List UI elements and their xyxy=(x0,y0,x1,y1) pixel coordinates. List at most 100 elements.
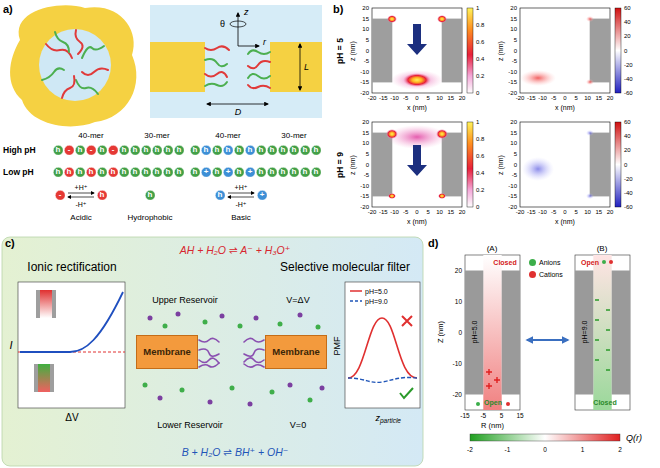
tick-label: 0 xyxy=(415,209,418,215)
bead-letter: h xyxy=(204,146,209,154)
colorbar-tick: 0.4 xyxy=(476,56,484,62)
bead-letter: h xyxy=(111,168,116,176)
colorbar-tick: 0.6 xyxy=(476,153,484,159)
equation: B + H₂O ⇌ BH⁺ + OH⁻ xyxy=(182,447,289,458)
tick-label: 15 xyxy=(595,209,602,215)
tick-label: -15 xyxy=(360,193,369,199)
colorbar-tick: 40 xyxy=(624,133,631,139)
bead-letter: h xyxy=(270,168,275,176)
tick-label: 5 xyxy=(427,209,430,215)
tick-label: -10 xyxy=(508,183,517,189)
axis-label: r xyxy=(263,38,266,47)
box-label: Membrane xyxy=(143,347,191,357)
tick-label: 15 xyxy=(595,95,602,101)
tick-label: 5 xyxy=(366,151,369,157)
monomer-bead: h xyxy=(245,145,256,156)
colorbar-tick: 0.2 xyxy=(476,73,484,79)
tick-label: 5 xyxy=(514,151,517,157)
monomer-bead: h xyxy=(174,167,185,178)
tick-label: 15 xyxy=(362,130,369,136)
reaction-label: -H⁺ xyxy=(235,201,246,208)
tick-label: 10 xyxy=(362,26,369,32)
colorbar-tick: 2 xyxy=(618,447,622,454)
axis-title: z xyxy=(376,414,381,423)
dimension-label: D xyxy=(235,108,242,117)
monomer-bead: h xyxy=(289,167,300,178)
tick-label: 10 xyxy=(510,26,517,32)
panel-label: c) xyxy=(5,238,15,249)
colorbar-tick: -20 xyxy=(624,62,633,68)
legend-item: pH=9.0 xyxy=(350,296,388,306)
box-label: Membrane xyxy=(272,347,320,357)
monomer-bead: h xyxy=(97,167,108,178)
tick-label: -5 xyxy=(364,172,369,178)
membrane-box: Membrane xyxy=(265,335,327,369)
tick-label: -10 xyxy=(538,95,547,101)
bead-letter: h xyxy=(270,146,275,154)
tick-label: -10 xyxy=(453,360,462,367)
bead-letter: h xyxy=(303,168,308,176)
monomer-bead: h xyxy=(223,145,234,156)
colorbar-tick: -20 xyxy=(624,176,633,182)
bead-letter: h xyxy=(166,168,171,176)
monomer-bead: h xyxy=(97,145,108,156)
bead-letter: h xyxy=(237,146,242,154)
bead-letter: h xyxy=(122,168,127,176)
legend-text: Anions xyxy=(539,259,560,266)
colorbar-tick: 0 xyxy=(476,204,479,210)
bead-letter: h xyxy=(56,168,61,176)
panel-label: b) xyxy=(333,4,343,15)
monomer-bead: h xyxy=(75,167,86,178)
tick-label: 0 xyxy=(514,48,517,54)
tick-label: 5 xyxy=(500,413,504,420)
bead-letter: h xyxy=(155,168,160,176)
monomer-bead: + xyxy=(201,167,212,178)
dimension-label: L xyxy=(304,63,309,72)
bead-letter: h xyxy=(78,146,83,154)
bead-letter: - xyxy=(112,146,115,154)
colorbar-tick: 0 xyxy=(624,162,627,168)
bead-letter: h xyxy=(193,146,198,154)
monomer-bead: h xyxy=(53,167,64,178)
axis-title: z (nm) xyxy=(497,155,504,175)
monomer-bead: - xyxy=(86,145,97,156)
colorbar-tick: -2 xyxy=(467,447,473,454)
tick-label: 0 xyxy=(563,209,566,215)
panel-label: a) xyxy=(3,4,13,15)
tick-label: -20 xyxy=(516,95,525,101)
tick-label: 20 xyxy=(459,209,466,215)
monomer-bead: h xyxy=(130,145,141,156)
voltage-label: V=ΔV xyxy=(286,296,309,305)
legend-item: Anions xyxy=(529,257,560,267)
panel-label: d) xyxy=(428,238,438,249)
colorbar-tick: -60 xyxy=(624,204,633,210)
segment-label: 40-mer xyxy=(78,132,103,140)
monomer-bead: h xyxy=(278,167,289,178)
tick-label: 0 xyxy=(458,329,462,336)
bead-letter: h xyxy=(148,191,153,199)
colorbar-tick: 20 xyxy=(624,33,631,39)
colorbar-tick: -40 xyxy=(624,190,633,196)
bead-letter: h xyxy=(281,146,286,154)
colorbar-tick: 1 xyxy=(476,5,479,11)
monomer-bead: h xyxy=(201,145,212,156)
colorbar-tick: 0.2 xyxy=(476,187,484,193)
tick-label: -10 xyxy=(390,209,399,215)
bead-letter: h xyxy=(226,146,231,154)
ph-label: pH=5.0 xyxy=(471,321,478,344)
bead-letter: - xyxy=(68,146,71,154)
monomer-bead: h xyxy=(311,167,322,178)
monomer-bead: h xyxy=(267,167,278,178)
bead-letter: h xyxy=(177,146,182,154)
tick-label: 20 xyxy=(607,209,614,215)
monomer-bead: h xyxy=(64,167,75,178)
tick-label: -15 xyxy=(360,79,369,85)
tick-label: 5 xyxy=(427,95,430,101)
equation: AH + H₂O ⇌ A⁻ + H₃O⁺ xyxy=(180,245,291,256)
colorbar-tick: 60 xyxy=(624,119,631,125)
bead-letter: h xyxy=(133,146,138,154)
tick-label: -10 xyxy=(508,69,517,75)
tick-label: 10 xyxy=(510,140,517,146)
monomer-bead: h xyxy=(300,145,311,156)
tick-label: 0 xyxy=(366,162,369,168)
